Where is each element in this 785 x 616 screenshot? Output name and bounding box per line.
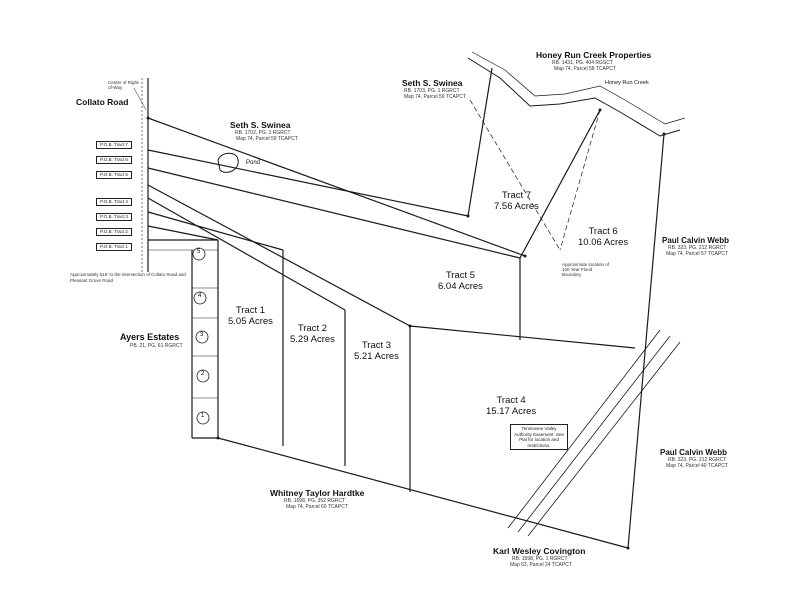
tract-1-acres: 5.05 Acres — [228, 316, 273, 327]
pob-box-tract-3: P.O.B. Tract 3 — [96, 213, 132, 221]
tract-3-name: Tract 3 — [361, 340, 392, 351]
lot-number: 3 — [200, 332, 204, 338]
webb-lower-ref2: Map 74, Parcel 40 TCAPCT — [666, 463, 728, 469]
tva-easement-note: Tennessee Valley Authority Easement. See… — [510, 424, 568, 450]
swinea-main-name: Seth S. Swinea — [230, 120, 291, 130]
iron-pin-marker — [146, 116, 150, 120]
tract-5-acres: 6.04 Acres — [438, 281, 483, 292]
tva-easement-line-3 — [527, 341, 681, 537]
tract2-line — [147, 225, 219, 241]
iron-pin-marker — [216, 436, 220, 440]
tract3-line — [147, 211, 284, 251]
tract-2-acres: 5.29 Acres — [290, 334, 335, 345]
tract-6-acres: 10.06 Acres — [578, 237, 629, 248]
covington-ref: RB. 1598, PG. 1 RGRCT — [512, 556, 568, 562]
tract7-east-line — [519, 109, 601, 259]
hardtke-ref2: Map 74, Parcel 60 TCAPCT — [286, 504, 348, 510]
covington-name: Karl Wesley Covington — [493, 546, 586, 556]
swinea-top-ref: RB. 1703, PG. 1 RGRCT — [404, 88, 460, 94]
collato-road-label: Collato Road — [76, 97, 129, 107]
tract5-south-line — [409, 325, 636, 349]
pob-box-tract-2: P.O.B. Tract 2 — [96, 228, 132, 236]
honey-run-creek-line — [467, 57, 681, 137]
honey-run-owner-ref: RB. 1431, PG. 404 RGSCT — [552, 60, 613, 66]
lot-number: 1 — [201, 413, 205, 419]
honey-run-creek-label: Honey Run Creek — [605, 80, 649, 86]
tract-7-acres: 7.56 Acres — [494, 201, 539, 212]
tract6-line — [147, 167, 521, 259]
tract-1-name: Tract 1 — [235, 305, 266, 316]
pob-box-tract-1: P.O.B. Tract 1 — [96, 243, 132, 251]
tract-4-name: Tract 4 — [496, 395, 526, 406]
honey-run-owner-ref2: Map 74, Parcel 58 TCAPCT — [554, 66, 616, 72]
lot-circle — [196, 411, 210, 425]
east-boundary-line — [627, 133, 665, 549]
tract-3-acres: 5.21 Acres — [354, 351, 399, 362]
webb-lower-ref: RB. 323, PG. 212 RGRCT — [668, 457, 727, 463]
iron-pin-marker — [626, 546, 630, 550]
swinea-top-ref2: Map 74, Parcel 59 TCAPCT — [404, 94, 466, 100]
tract-5-name: Tract 5 — [445, 270, 476, 281]
north-boundary-line — [147, 117, 526, 257]
road-center-leader — [133, 87, 147, 111]
swinea-main-ref: RB. 1702, PG. 1 RGRCT — [235, 130, 291, 136]
tva-easement-line-2 — [517, 335, 671, 533]
lot-number: 4 — [198, 293, 202, 299]
road-distance-note: Approximately 515' to the intersection o… — [70, 272, 186, 283]
hardtke-name: Whitney Taylor Hardtke — [270, 488, 365, 498]
webb-upper-ref: RB. 323, PG. 212 RGRCT — [668, 245, 727, 251]
tva-easement-line-1 — [507, 329, 661, 529]
honey-run-creek-line-2 — [471, 51, 686, 125]
lot-circle — [195, 330, 209, 344]
ayers-estates-name: Ayers Estates — [120, 332, 180, 342]
pob-box-tract-6: P.O.B. Tract 6 — [96, 156, 132, 164]
iron-pin-marker — [598, 108, 602, 112]
pond-label: Pond — [246, 160, 261, 166]
tract-4-acres: 15.17 Acres — [486, 406, 537, 417]
south-boundary-line — [217, 437, 629, 549]
tract-7-name: Tract 7 — [501, 190, 532, 201]
lot-number: 5 — [197, 249, 201, 255]
flood-boundary-note: Approximate location of 100 Year Flood B… — [562, 262, 610, 277]
lot-number: 2 — [201, 371, 205, 377]
swinea-main-ref2: Map 74, Parcel 59 TCAPCT — [236, 136, 298, 142]
flood-boundary-line — [559, 109, 601, 251]
lot-circle — [192, 247, 206, 261]
webb-lower-name: Paul Calvin Webb — [660, 448, 727, 457]
tract7-south-line — [147, 149, 469, 217]
iron-pin-marker — [408, 324, 412, 328]
webb-upper-ref2: Map 74, Parcel 57 TCAPCT — [666, 251, 728, 257]
pond-outline — [217, 152, 239, 173]
lot-circle — [193, 291, 207, 305]
tract4-line — [147, 197, 346, 311]
pob-box-tract-7: P.O.B. Tract 7 — [96, 141, 132, 149]
pob-box-tract-5: P.O.B. Tract 5 — [96, 171, 132, 179]
road-center-note: Center of Right-of-Way — [108, 80, 140, 90]
flood-boundary-line-2 — [469, 99, 561, 251]
tract-2-name: Tract 2 — [297, 323, 328, 334]
swinea-top-name: Seth S. Swinea — [402, 78, 463, 88]
pob-box-tract-4: P.O.B. Tract 4 — [96, 198, 132, 206]
iron-pin-marker — [523, 254, 527, 258]
lot-circle — [196, 369, 210, 383]
iron-pin-marker — [466, 214, 470, 218]
tract-6-name: Tract 6 — [588, 226, 618, 237]
tract7-north-line — [467, 67, 493, 217]
webb-upper-name: Paul Calvin Webb — [662, 236, 729, 245]
honey-run-owner-name: Honey Run Creek Properties — [536, 50, 652, 60]
hardtke-ref: RB. 1698, PG. 352 RGRCT — [284, 498, 346, 504]
ayers-estates-ref: PB. 21, PG. 61 RGRCT — [130, 343, 183, 349]
covington-ref2: Map 63, Parcel 24 TCAPCT — [510, 562, 572, 568]
tract5-line — [147, 184, 411, 327]
iron-pin-marker — [662, 132, 666, 136]
